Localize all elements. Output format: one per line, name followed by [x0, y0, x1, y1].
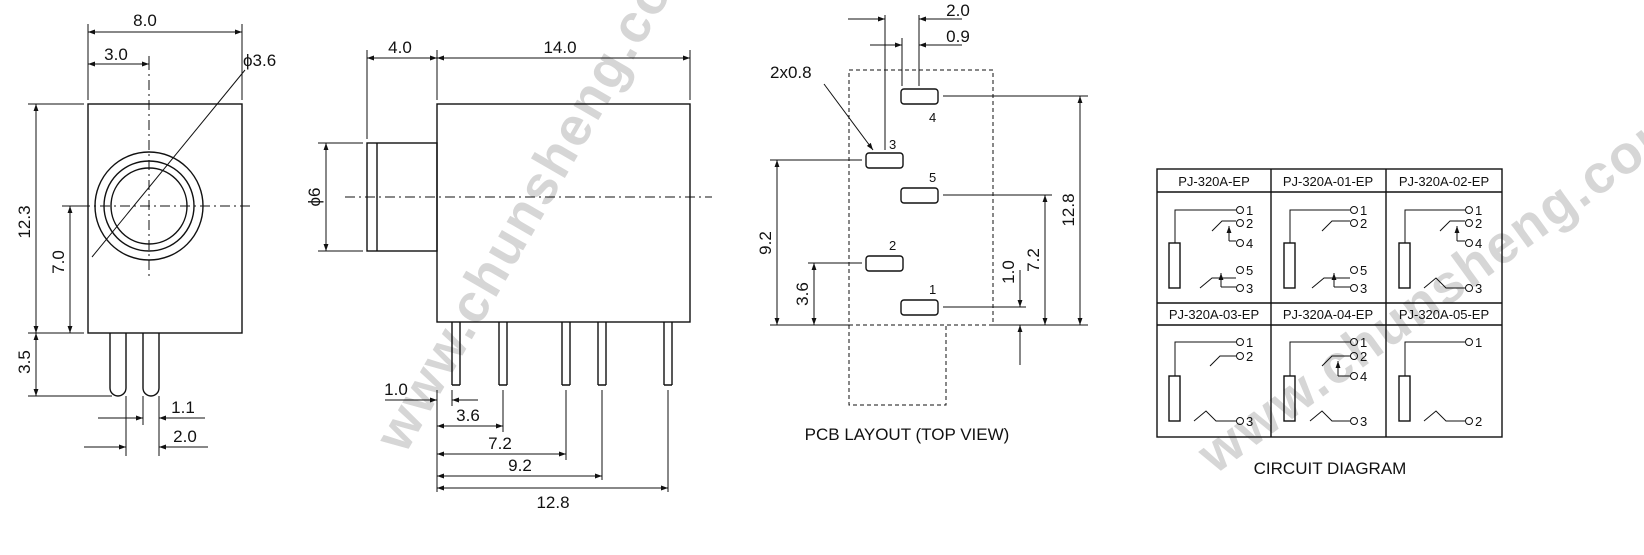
dim-pin-w1: 1.1 [171, 398, 195, 417]
circuit-cell-1: 1 2 4 5 3 [1168, 203, 1253, 296]
dim-pin-3: 7.2 [488, 434, 512, 453]
dim-v2: 3.6 [793, 282, 812, 306]
circuit-cell-2: 1 2 5 3 [1283, 203, 1367, 296]
svg-text:5: 5 [1246, 263, 1253, 278]
front-pin-right [142, 333, 160, 397]
svg-text:3: 3 [1475, 281, 1482, 296]
dim-width: 8.0 [133, 11, 157, 30]
watermark: www.chunsheng.com www.chunsheng.com [363, 0, 1644, 485]
svg-text:4: 4 [1246, 236, 1253, 251]
header-2: PJ-320A-01-EP [1283, 174, 1373, 189]
dim-top-1: 2.0 [946, 1, 970, 20]
dim-nose-len: 4.0 [388, 38, 412, 57]
pin-label-1: 1 [929, 282, 936, 297]
svg-text:1: 1 [1475, 335, 1482, 350]
svg-text:4: 4 [1475, 236, 1482, 251]
dim-body-len: 14.0 [543, 38, 576, 57]
dim-pin-5: 12.8 [536, 493, 569, 512]
pcb-outline [848, 69, 994, 326]
pcb-layout: 4 3 5 2 1 2.0 0.9 2x0.8 9.2 3.6 1.0 [756, 1, 1088, 444]
pcb-layout-label: PCB LAYOUT (TOP VIEW) [805, 425, 1010, 444]
circuit-cell-6: 1 2 [1398, 335, 1482, 429]
pin-label-5: 5 [929, 170, 936, 185]
circuit-cell-4: 1 2 3 [1168, 335, 1253, 429]
header-5: PJ-320A-04-EP [1283, 307, 1373, 322]
dim-v5: 12.8 [1059, 193, 1078, 226]
dim-pin-2: 3.6 [456, 406, 480, 425]
pad-4 [900, 88, 939, 105]
header-6: PJ-320A-05-EP [1399, 307, 1489, 322]
dim-pad: 2x0.8 [770, 63, 812, 82]
svg-text:2: 2 [1246, 349, 1253, 364]
svg-text:2: 2 [1475, 414, 1482, 429]
dim-hole-offset: 3.0 [104, 45, 128, 64]
pin-label-3: 3 [889, 137, 896, 152]
svg-text:3: 3 [1246, 414, 1253, 429]
pad-3 [865, 152, 904, 169]
svg-text:1: 1 [1475, 203, 1482, 218]
dim-pin-1: 1.0 [384, 380, 408, 399]
front-view: 8.0 3.0 ϕ3.6 12.3 7.0 3.5 1.1 2.0 [15, 11, 276, 456]
front-pin-left [109, 333, 127, 397]
dim-v4: 7.2 [1024, 248, 1043, 272]
svg-text:1: 1 [1360, 203, 1367, 218]
dim-v3: 1.0 [999, 260, 1018, 284]
dim-height: 12.3 [15, 205, 34, 238]
dim-pin-length: 3.5 [15, 350, 34, 374]
svg-text:4: 4 [1360, 369, 1367, 384]
svg-text:1: 1 [1246, 335, 1253, 350]
svg-text:2: 2 [1475, 216, 1482, 231]
header-3: PJ-320A-02-EP [1399, 174, 1489, 189]
dim-pin-w2: 2.0 [173, 427, 197, 446]
pad-2 [865, 255, 904, 272]
side-view: 4.0 14.0 ϕ6 1.0 3.6 7.2 9.2 12.8 [305, 38, 712, 512]
dim-top-2: 0.9 [946, 27, 970, 46]
pcb-nose-outline [848, 324, 947, 406]
svg-text:3: 3 [1246, 281, 1253, 296]
dim-hole-height: 7.0 [49, 250, 68, 274]
pad-1 [900, 299, 939, 316]
pin-label-4: 4 [929, 110, 936, 125]
watermark-text-1: www.chunsheng.com [363, 0, 709, 462]
front-body [87, 103, 243, 334]
dia-leader [91, 69, 246, 258]
header-4: PJ-320A-03-EP [1169, 307, 1259, 322]
circuit-diagram: PJ-320A-EP PJ-320A-01-EP PJ-320A-02-EP P… [1156, 168, 1503, 478]
svg-text:3: 3 [1360, 281, 1367, 296]
svg-text:1: 1 [1360, 335, 1367, 350]
circuit-cell-3: 1 2 4 3 [1398, 203, 1482, 296]
dim-pin-4: 9.2 [508, 456, 532, 475]
dim-hole-dia: ϕ3.6 [243, 51, 276, 70]
watermark-text-2: www.chunsheng.com [1186, 91, 1644, 485]
svg-text:1: 1 [1246, 203, 1253, 218]
pad-5 [900, 187, 939, 204]
circuit-cell-5: 1 2 4 3 [1283, 335, 1367, 429]
circuit-diagram-label: CIRCUIT DIAGRAM [1254, 459, 1407, 478]
svg-text:3: 3 [1360, 414, 1367, 429]
dim-nose-dia: ϕ6 [305, 188, 324, 207]
pin-label-2: 2 [889, 238, 896, 253]
header-1: PJ-320A-EP [1178, 174, 1250, 189]
svg-text:2: 2 [1360, 216, 1367, 231]
dim-v1: 9.2 [756, 231, 775, 255]
svg-text:2: 2 [1246, 216, 1253, 231]
svg-text:5: 5 [1360, 263, 1367, 278]
svg-text:2: 2 [1360, 349, 1367, 364]
